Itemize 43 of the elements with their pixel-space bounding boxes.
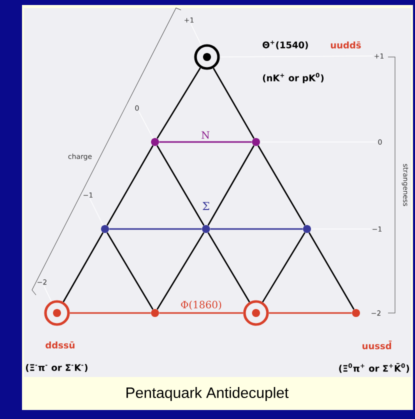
particle-label: uussd̄ [362, 340, 392, 350]
guide-line [190, 23, 202, 46]
guide-line [138, 112, 154, 139]
edge-label: Φ(1860) [181, 300, 222, 310]
lattice-line [156, 145, 204, 226]
weight-dot [151, 309, 159, 317]
lattice-line [156, 232, 204, 310]
lattice-line [106, 145, 154, 226]
particle-label: ddssū [46, 342, 74, 348]
lattice-line [210, 228, 303, 230]
lattice-line [109, 228, 202, 230]
particle-label: Θ$^{+}$(1540) [262, 40, 308, 50]
guide-line [44, 285, 52, 302]
lattice-line [262, 232, 306, 302]
ringed-dot [243, 300, 269, 326]
multiplet-label: Σ [202, 202, 210, 210]
lattice-line [268, 312, 352, 314]
lattice-line [159, 312, 244, 314]
lattice-line [207, 145, 255, 226]
lattice-line [156, 68, 201, 139]
particle-label: uudds̄ [330, 42, 361, 48]
ringed-dot [194, 44, 220, 70]
guide-line [90, 198, 104, 226]
lattice-line [258, 145, 306, 226]
ringed-dot [44, 300, 70, 326]
lattice-line [159, 141, 252, 143]
lattice-line [212, 68, 255, 139]
particle-label: (Ξ$^{0}$π$^{+}$ or Σ$^{+}$K̄$^{0}$) [339, 363, 410, 373]
caption: Pentaquark Antidecuplet [126, 387, 289, 401]
lattice-line [308, 232, 354, 310]
weight-dot [352, 309, 360, 317]
weight-dot [202, 225, 210, 233]
lattice-line [62, 232, 104, 302]
lattice-line [70, 312, 151, 314]
particle-label: (nK$^{+}$ or pK$^{0}$) [262, 72, 324, 84]
weight-dot [151, 138, 159, 146]
lattice-line [208, 232, 250, 302]
weight-dot [252, 138, 260, 146]
edge-label: N [202, 131, 210, 139]
lattice-line [106, 232, 154, 310]
particle-label: (Ξ$^{-}$π$^{-}$ or Σ$^{-}$K$^{-}$) [26, 364, 88, 372]
weight-dot [101, 225, 109, 233]
weight-dot [303, 225, 311, 233]
